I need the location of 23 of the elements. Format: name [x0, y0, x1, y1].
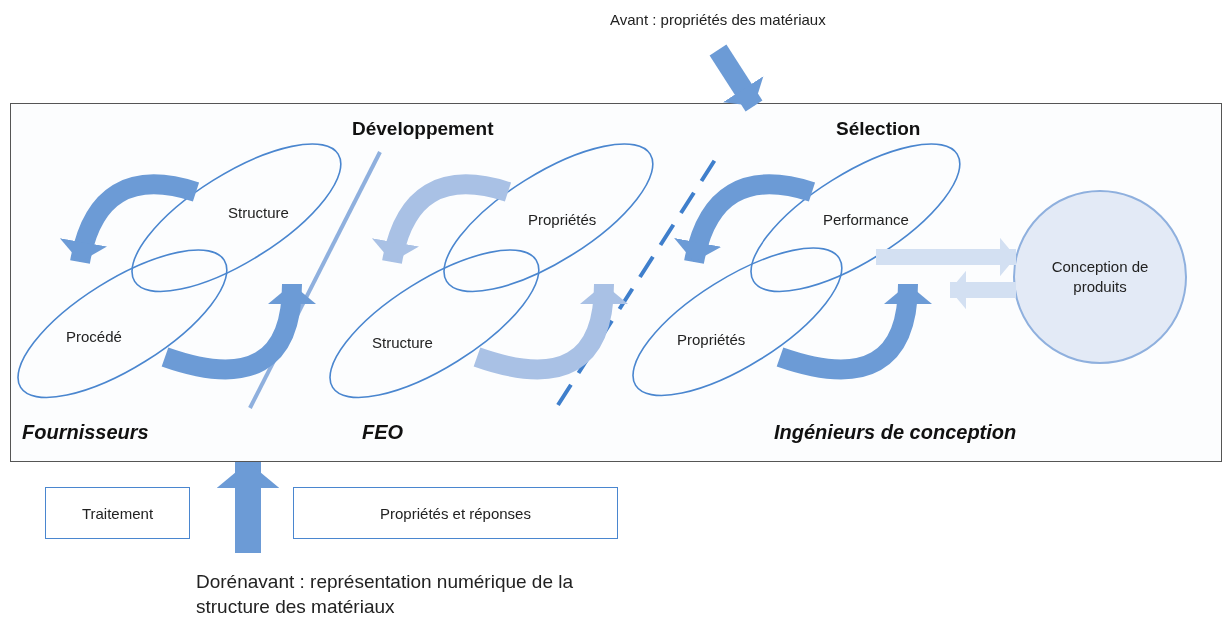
node-label: Procédé	[66, 328, 122, 345]
block-arrow	[777, 283, 931, 380]
diagram-frame	[10, 103, 1222, 462]
node-label: Propriétés	[528, 211, 597, 228]
annotation-text: Avant : propriétés des matériaux	[610, 10, 826, 30]
text-box: Traitement	[45, 487, 190, 539]
group-label: FEO	[362, 421, 404, 444]
block-arrow	[162, 283, 315, 380]
node-label: Performance	[823, 211, 909, 228]
block-arrow	[709, 44, 764, 112]
node-label: Propriétés	[677, 331, 746, 348]
group-label: Ingénieurs de conception	[774, 421, 1017, 444]
block-arrow	[216, 462, 280, 553]
block-arrow	[474, 283, 627, 380]
node-label: Structure	[228, 204, 289, 221]
section-heading: Développement	[352, 118, 494, 140]
section-heading: Sélection	[836, 118, 921, 140]
node-label: Structure	[372, 334, 433, 351]
annotation-text: Dorénavant : représentation numérique de la structure des matériaux	[196, 570, 596, 620]
group-label: Fournisseurs	[22, 421, 149, 444]
text-box: Propriétés et réponses	[293, 487, 618, 539]
block-arrow	[950, 270, 1016, 310]
node-label: Conception de produits	[1050, 256, 1150, 297]
